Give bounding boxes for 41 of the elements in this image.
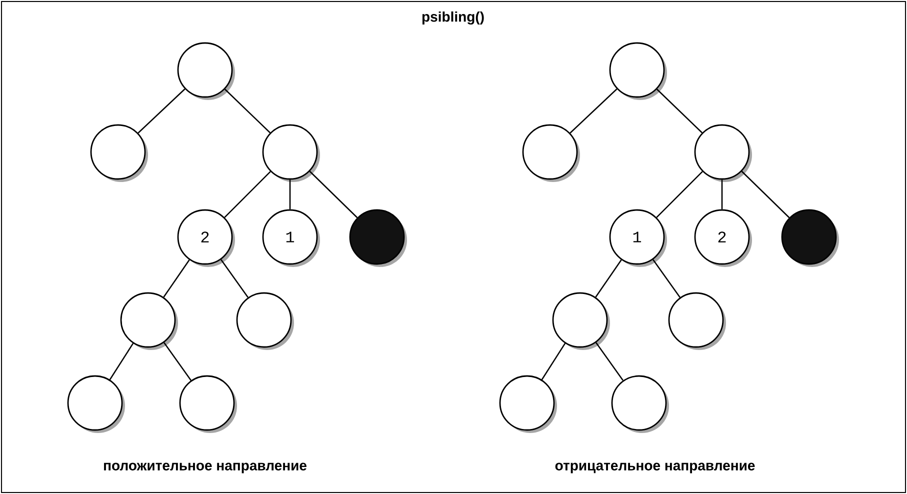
tree-edge — [741, 170, 790, 218]
tree-edge — [595, 259, 622, 298]
title: psibling() — [422, 11, 484, 25]
tree-edge — [541, 342, 566, 380]
tree-edge — [289, 180, 291, 210]
empty-tree-node — [499, 375, 557, 433]
tree-edge — [721, 180, 723, 210]
tree-node: 2 — [694, 209, 752, 267]
tree-edge — [656, 171, 703, 218]
caption: отрицательное направление — [555, 462, 755, 474]
tree-node: 2 — [177, 209, 235, 267]
empty-tree-node — [522, 124, 580, 182]
empty-tree-node — [67, 375, 125, 433]
tree-edge — [309, 170, 358, 218]
tree-node: 1 — [262, 209, 320, 267]
empty-tree-node — [668, 292, 726, 350]
empty-tree-node — [611, 375, 669, 433]
empty-tree-node — [177, 42, 235, 100]
tree-edge — [656, 88, 703, 134]
empty-tree-node — [179, 375, 237, 433]
empty-tree-node — [694, 124, 752, 182]
tree-edge — [164, 342, 192, 381]
filled-tree-node — [781, 209, 839, 267]
tree-node: 1 — [609, 209, 667, 267]
tree-edge — [570, 88, 618, 134]
tree-edge — [109, 342, 134, 380]
tree-edge — [220, 259, 248, 298]
empty-tree-node — [262, 124, 320, 182]
tree-edge — [652, 259, 680, 298]
tree-edge — [224, 171, 271, 218]
filled-tree-node — [349, 209, 407, 267]
tree-edge — [138, 88, 186, 134]
caption: положительное направление — [104, 462, 306, 474]
empty-tree-node — [552, 292, 610, 350]
empty-tree-node — [609, 42, 667, 100]
tree-edge — [596, 342, 624, 381]
empty-tree-node — [236, 292, 294, 350]
empty-tree-node — [120, 292, 178, 350]
tree-edge — [163, 259, 190, 298]
empty-tree-node — [90, 124, 148, 182]
tree-edge — [224, 88, 271, 134]
